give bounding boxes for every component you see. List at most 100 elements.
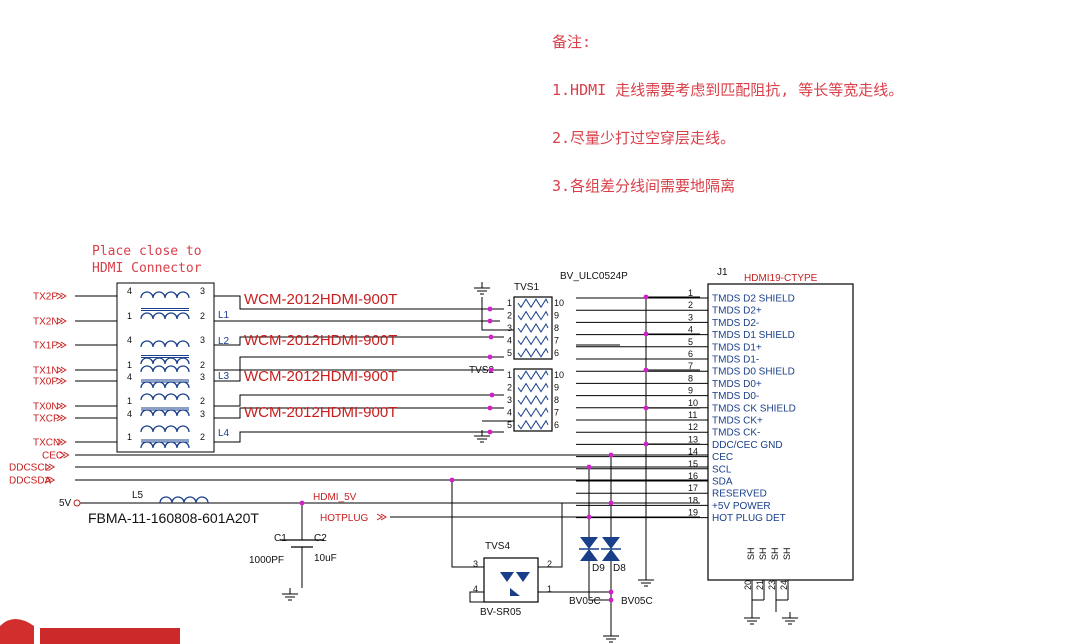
port-arrow-cec: [59, 451, 70, 459]
coil-winding: [140, 357, 190, 365]
tvs1-pin-left: 2: [507, 311, 512, 321]
port-arrow-tx1p: [56, 341, 67, 349]
tvs4-diode: [500, 572, 514, 582]
junction-dot: [643, 331, 649, 337]
choke-pin-number: 3: [200, 286, 205, 296]
choke-pin-number: 2: [200, 396, 205, 406]
choke-part-label: WCM-2012HDMI-900T: [244, 332, 397, 349]
tvs2-element: [517, 370, 549, 381]
junctions: [299, 294, 649, 603]
shield-label: SH: [782, 547, 792, 560]
net-label-txcp: TXCP: [33, 414, 60, 425]
shield-pin-number: 21: [755, 580, 765, 590]
d9-ref: D9: [592, 563, 605, 574]
junction-dot: [299, 500, 305, 506]
ferrite-ref: L5: [132, 490, 144, 501]
tvs2-element: [517, 382, 549, 393]
connector-pin-number: 4: [688, 325, 693, 335]
choke-part-label: WCM-2012HDMI-900T: [244, 291, 397, 308]
tvs2-pin-left: 2: [507, 383, 512, 393]
tvs4-ref: TVS4: [485, 541, 510, 552]
shield-pin-number: 20: [743, 580, 753, 590]
port-arrow-tx1n: [56, 366, 67, 374]
choke-pin-number: 1: [127, 360, 132, 370]
junction-dot: [487, 306, 493, 312]
connector-ref: J1: [717, 267, 728, 278]
design-notes: 备注: 1.HDMI 走线需要考虑到匹配阻抗, 等长等宽走线。 2.尽量少打过空…: [552, 2, 903, 210]
choke-pin-number: 1: [127, 432, 132, 442]
connector-pin-name: TMDS CK SHIELD: [712, 403, 796, 414]
wires: [75, 295, 789, 630]
notes-title: 备注:: [552, 33, 592, 51]
c2-value: 10uF: [314, 553, 337, 564]
tvs2-pin-left: 5: [507, 420, 512, 430]
hotplug-port: [376, 513, 387, 521]
port-arrow-ddcsda: [44, 476, 56, 484]
tvs1-pin-right: 8: [554, 323, 559, 333]
connector-pin-name: TMDS D0 SHIELD: [712, 367, 795, 378]
connector-pin-name: TMDS D1+: [712, 342, 762, 353]
tvs4-pin: 4: [473, 584, 478, 594]
tvs1-pin-left: 4: [507, 335, 512, 345]
logo-fragment: [40, 628, 180, 644]
d9-part: BV05C: [569, 596, 601, 607]
tvs2-ref: TVS2: [469, 365, 494, 376]
connector-pin-number: 19: [688, 508, 698, 518]
note-line-2: 2.尽量少打过空穿层走线。: [552, 129, 736, 147]
note-line-1: 1.HDMI 走线需要考虑到匹配阻抗, 等长等宽走线。: [552, 81, 904, 99]
choke-ref-l3: L3: [218, 371, 230, 382]
choke-package-outline: [116, 282, 215, 453]
d8-ref: D8: [613, 563, 626, 574]
tvs1-element: [517, 322, 549, 333]
tvs2-pin-left: 3: [507, 395, 512, 405]
power-input-port: [73, 499, 81, 507]
connector-pin-name: TMDS D1 SHIELD: [712, 330, 795, 341]
shield-label: SH: [746, 547, 756, 560]
tvs1-element: [517, 310, 549, 321]
choke-pin-number: 1: [127, 396, 132, 406]
tvs4-wire: [451, 480, 484, 568]
shield-ground: [744, 612, 760, 625]
choke-coil-top: [140, 291, 190, 299]
shield-pin-number: 24: [779, 580, 789, 590]
junction-dot: [586, 464, 592, 470]
net-label-tx2p: TX2P: [33, 292, 58, 303]
power-input-label: 5V: [59, 498, 72, 509]
hdmi-connector-body: [707, 283, 854, 581]
d9-diode: [579, 537, 599, 561]
port-arrow-ddcscl: [44, 463, 56, 471]
net-label-tx1p: TX1P: [33, 341, 58, 352]
choke-pin-number: 2: [200, 360, 205, 370]
connector-pin-name: TMDS CK-: [712, 428, 760, 439]
choke-pin-number: 2: [200, 311, 205, 321]
connector-pin-number: 8: [688, 373, 693, 383]
net-label-tx0n: TX0N: [33, 402, 59, 413]
tvs4-wire: [538, 503, 563, 568]
junction-dot: [487, 429, 493, 435]
connector-pin-name: DDC/CEC GND: [712, 440, 783, 451]
connector-pin-number: 3: [688, 312, 693, 322]
shield-ground: [782, 612, 798, 625]
tvs1-pin-right: 6: [554, 348, 559, 358]
junction-dot: [487, 405, 493, 411]
tvs1-ground-top: [474, 282, 490, 295]
junction-dot: [643, 405, 649, 411]
tvs2-pin-left: 4: [507, 407, 512, 417]
placement-hint: Place close to HDMI Connector: [92, 243, 202, 277]
connector-pin-name: TMDS D2 SHIELD: [712, 294, 795, 305]
choke-pin-number: 3: [200, 335, 205, 345]
junction-dot: [586, 514, 592, 520]
choke-coil-top: [140, 365, 190, 373]
labels: TX2PTX2NTX1PTX1NTX0PTX0NTXCPTXCNCECDDCSC…: [9, 267, 818, 618]
signal-trace: [214, 407, 504, 419]
diode-triangle: [602, 549, 620, 561]
tvs4-pin: 3: [473, 559, 478, 569]
connector-pin-number: 11: [688, 410, 697, 420]
coil-winding: [140, 365, 190, 373]
choke-pin-number: 4: [127, 335, 132, 345]
connector-pin-name: TMDS D0-: [712, 391, 759, 402]
connector-pin-number: 17: [688, 483, 698, 493]
choke-part-label: WCM-2012HDMI-900T: [244, 404, 397, 421]
tvs2-pin-left: 1: [507, 370, 512, 380]
